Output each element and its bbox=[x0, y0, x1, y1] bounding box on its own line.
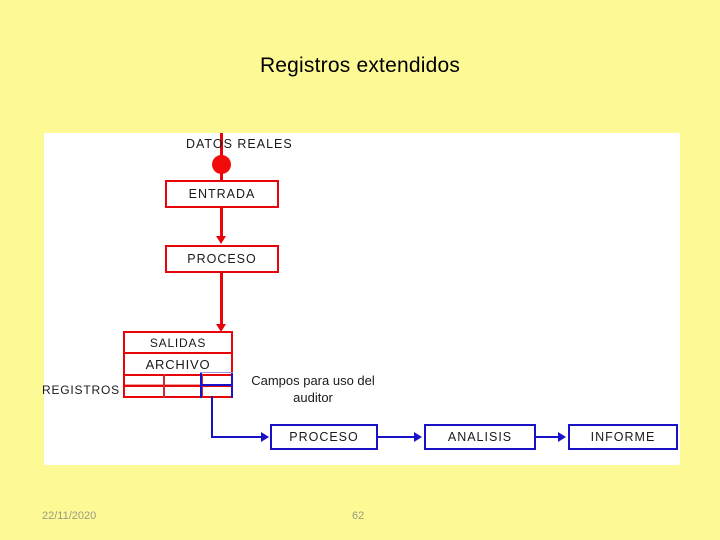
table-cell-archivo: ARCHIVO bbox=[145, 357, 211, 372]
box-entrada: ENTRADA bbox=[165, 180, 279, 208]
box-analisis-label: ANALISIS bbox=[447, 430, 513, 444]
red-circle-to-entrada-line bbox=[220, 173, 223, 181]
label-campos-auditor: Campos para uso del auditor bbox=[251, 373, 375, 405]
box-entrada-label: ENTRADA bbox=[188, 187, 256, 201]
table-to-proceso-arrowhead-icon bbox=[261, 432, 269, 442]
box-informe-label: INFORME bbox=[590, 430, 656, 444]
proceso-to-analisis-arrowhead-icon bbox=[414, 432, 422, 442]
entrada-to-proceso-arrowhead-icon bbox=[216, 236, 226, 244]
table-highlight-hline bbox=[200, 384, 233, 386]
red-source-node-icon bbox=[212, 155, 231, 174]
footer-date: 22/11/2020 bbox=[42, 510, 97, 522]
table-cell-salidas: SALIDAS bbox=[149, 336, 207, 350]
proceso-to-salidas-arrowhead-icon bbox=[216, 324, 226, 332]
page-title: Registros extendidos bbox=[259, 54, 461, 77]
table-to-proceso-vline bbox=[211, 396, 213, 438]
proceso-to-analisis-line bbox=[378, 436, 416, 438]
analisis-to-informe-line bbox=[536, 436, 560, 438]
registros-table: SALIDAS ARCHIVO bbox=[123, 331, 233, 398]
table-hline-salidas bbox=[125, 352, 231, 354]
table-hline-archivo bbox=[125, 374, 231, 376]
box-proceso-blue-label: PROCESO bbox=[289, 430, 359, 444]
analisis-to-informe-arrowhead-icon bbox=[558, 432, 566, 442]
table-highlight-hline-top bbox=[200, 372, 233, 373]
box-proceso-red: PROCESO bbox=[165, 245, 279, 273]
proceso-to-salidas-line bbox=[220, 273, 223, 329]
label-registros: REGISTROS bbox=[42, 383, 120, 397]
box-proceso-blue: PROCESO bbox=[270, 424, 378, 450]
diagram-panel: ENTRADA PROCESO bbox=[44, 133, 680, 465]
table-hline-row1 bbox=[125, 384, 231, 386]
table-vline-col1 bbox=[163, 374, 165, 398]
box-informe: INFORME bbox=[568, 424, 678, 450]
box-analisis: ANALISIS bbox=[424, 424, 536, 450]
table-to-proceso-hline bbox=[211, 436, 263, 438]
red-input-line bbox=[220, 133, 223, 160]
label-datos-reales: DATOS REALES bbox=[186, 137, 293, 151]
box-proceso-red-label: PROCESO bbox=[187, 252, 257, 266]
entrada-to-proceso-line bbox=[220, 208, 223, 238]
table-hline-mid-grid bbox=[125, 385, 231, 387]
footer-page-number: 62 bbox=[352, 510, 365, 522]
